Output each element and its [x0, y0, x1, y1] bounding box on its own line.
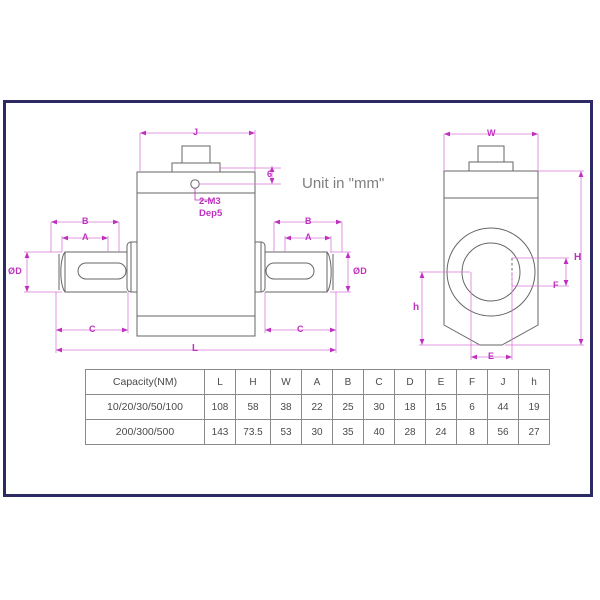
- table-header-J: J: [487, 369, 519, 395]
- unit-note: Unit in "mm": [302, 175, 385, 192]
- dim-label-OD-right: ØD: [353, 266, 367, 276]
- table-cell-capacity: 10/20/30/50/100: [85, 394, 205, 420]
- dim-label-L: L: [192, 343, 199, 354]
- table-header-A: A: [301, 369, 333, 395]
- table-header-D: D: [394, 369, 426, 395]
- table-header-E: E: [425, 369, 457, 395]
- table-cell: 38: [270, 394, 302, 420]
- dim-label-h: h: [413, 302, 420, 313]
- dim-label-C-right: C: [297, 324, 304, 334]
- dim-label-OD-left: ØD: [8, 266, 22, 276]
- m3-callout-line1: 2-M3: [199, 196, 221, 207]
- table-cell: 30: [363, 394, 395, 420]
- dim-label-B-right: B: [305, 216, 312, 226]
- dim-label-6: 6: [267, 169, 273, 179]
- table-cell: 15: [425, 394, 457, 420]
- table-header-C: C: [363, 369, 395, 395]
- table-header-B: B: [332, 369, 364, 395]
- m3-callout: 2-M3 Dep5: [199, 196, 222, 220]
- table-cell: 6: [456, 394, 488, 420]
- dim-label-F: F: [553, 280, 559, 290]
- dim-label-J: J: [193, 127, 199, 137]
- table-cell: 143: [204, 419, 236, 445]
- table-cell: 56: [487, 419, 519, 445]
- dim-label-A-right: A: [305, 232, 312, 242]
- dim-label-C-left: C: [89, 324, 96, 334]
- table-cell: 44: [487, 394, 519, 420]
- dim-label-W: W: [487, 128, 496, 138]
- table-cell: 24: [425, 419, 457, 445]
- table-cell: 40: [363, 419, 395, 445]
- table-cell: 18: [394, 394, 426, 420]
- table-cell: 27: [518, 419, 550, 445]
- table-cell: 58: [235, 394, 271, 420]
- dim-label-H: H: [574, 252, 582, 263]
- table-cell: 73.5: [235, 419, 271, 445]
- table-cell: 25: [332, 394, 364, 420]
- m3-callout-line2: Dep5: [199, 208, 223, 219]
- table-cell: 22: [301, 394, 333, 420]
- table-header-L: L: [204, 369, 236, 395]
- table-header-W: W: [270, 369, 302, 395]
- table-header-H: H: [235, 369, 271, 395]
- table-header-h: h: [518, 369, 550, 395]
- table-cell: 28: [394, 419, 426, 445]
- table-cell: 35: [332, 419, 364, 445]
- table-cell: 53: [270, 419, 302, 445]
- table-cell: 19: [518, 394, 550, 420]
- table-cell: 30: [301, 419, 333, 445]
- table-cell: 8: [456, 419, 488, 445]
- table-cell: 108: [204, 394, 236, 420]
- table-header-capacity: Capacity(NM): [85, 369, 205, 395]
- dim-label-A-left: A: [82, 232, 89, 242]
- dim-label-B-left: B: [82, 216, 89, 226]
- table-header-F: F: [456, 369, 488, 395]
- table-cell-capacity: 200/300/500: [85, 419, 205, 445]
- dim-label-E: E: [488, 351, 495, 361]
